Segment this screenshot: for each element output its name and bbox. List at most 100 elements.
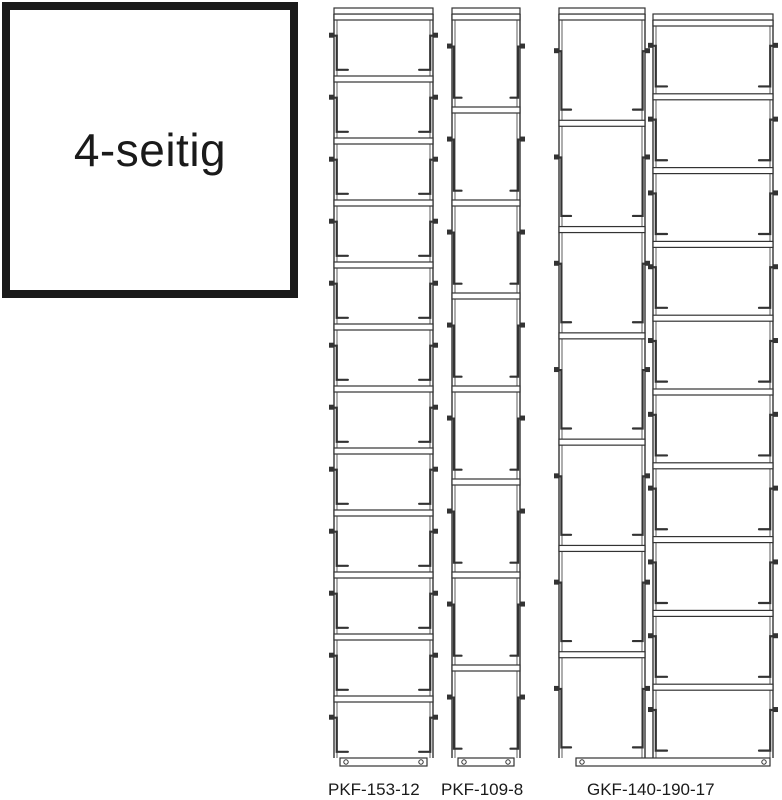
pocket-knob <box>329 218 334 224</box>
pocket-wire-left <box>554 156 573 218</box>
rack-foot-screw <box>505 759 511 765</box>
pocket-knob <box>554 685 559 691</box>
pocket-knob <box>433 404 438 410</box>
pocket-knob <box>554 473 559 479</box>
pocket-front <box>451 199 521 207</box>
rack-gkf-140-190-17 <box>554 7 778 767</box>
rack-top-cap <box>652 13 774 21</box>
rack-pkf-153-12 <box>329 7 438 767</box>
pocket-wire-right <box>631 262 650 324</box>
pocket-front <box>333 509 434 517</box>
pocket-wire-left <box>554 475 573 536</box>
pocket-front <box>652 167 774 175</box>
pocket-knob <box>447 508 452 514</box>
pocket-front <box>333 13 434 21</box>
pocket-knob <box>648 559 653 565</box>
pocket-knob <box>329 94 334 100</box>
pocket-knob <box>433 32 438 38</box>
pocket-front <box>333 261 434 269</box>
pocket-knob <box>447 136 452 142</box>
pocket-front <box>451 478 521 486</box>
pocket-knob <box>433 528 438 534</box>
pocket-knob <box>329 590 334 596</box>
pocket-knob <box>329 280 334 286</box>
pocket-front <box>652 19 774 27</box>
pocket-knob <box>447 43 452 49</box>
pocket-knob <box>447 415 452 421</box>
pocket-knob <box>648 485 653 491</box>
rack-foot <box>575 757 771 767</box>
pocket-knob <box>433 466 438 472</box>
pocket-knob <box>773 116 778 122</box>
pocket-knob <box>520 601 525 607</box>
pocket-knob <box>645 685 650 691</box>
pocket-front <box>451 664 521 672</box>
pocket-wire-right <box>631 581 650 643</box>
rack-top-cap <box>333 7 434 15</box>
pocket-knob <box>329 466 334 472</box>
pocket-front <box>652 93 774 101</box>
pocket-front <box>451 571 521 579</box>
pocket-wire-left <box>554 262 573 324</box>
rack-foot <box>339 757 428 767</box>
rack-top-cap <box>451 7 521 15</box>
pocket-front <box>333 199 434 207</box>
pocket-front <box>333 447 434 455</box>
rack-foot-screw <box>579 759 585 765</box>
pocket-knob <box>433 652 438 658</box>
pocket-wire-right <box>631 368 650 430</box>
pocket-knob <box>447 694 452 700</box>
pocket-front <box>558 438 646 446</box>
pocket-front <box>558 13 646 21</box>
pocket-knob <box>648 116 653 122</box>
pocket-knob <box>648 411 653 417</box>
pocket-front <box>652 609 774 618</box>
pocket-knob <box>648 633 653 639</box>
pocket-front <box>333 75 434 83</box>
pocket-knob <box>520 508 525 514</box>
pocket-knob <box>520 415 525 421</box>
pocket-knob <box>520 43 525 49</box>
rack-foot-screw <box>343 759 349 765</box>
pocket-knob <box>329 528 334 534</box>
pocket-wire-right <box>631 475 650 536</box>
pocket-knob <box>645 367 650 373</box>
pocket-front <box>333 633 434 641</box>
pocket-knob <box>773 338 778 344</box>
model-label-pkf-109-8: PKF-109-8 <box>441 780 524 799</box>
pocket-knob <box>773 485 778 491</box>
pocket-front <box>652 314 774 322</box>
pocket-front <box>558 225 646 234</box>
pocket-wire-right <box>631 50 650 111</box>
pocket-knob <box>773 633 778 639</box>
rack-foot <box>457 757 515 767</box>
pocket-knob <box>645 260 650 266</box>
pocket-knob <box>554 579 559 585</box>
pocket-knob <box>433 156 438 162</box>
pocket-front <box>333 571 434 579</box>
pocket-knob <box>329 404 334 410</box>
pocket-knob <box>645 48 650 54</box>
pocket-front <box>558 651 646 659</box>
pocket-front <box>652 683 774 691</box>
four-sided-badge: 4-seitig <box>2 2 298 298</box>
pocket-front <box>451 106 521 114</box>
pocket-knob <box>520 322 525 328</box>
pocket-wire-left <box>554 368 573 430</box>
pocket-front <box>333 385 434 393</box>
badge-label: 4-seitig <box>73 124 227 176</box>
rack-pkf-109-8 <box>447 7 525 767</box>
pocket-knob <box>433 94 438 100</box>
pocket-knob <box>329 32 334 38</box>
pocket-knob <box>433 342 438 348</box>
pocket-wire-left <box>554 581 573 643</box>
pocket-front <box>451 292 521 300</box>
pocket-front <box>451 385 521 393</box>
pocket-knob <box>773 42 778 48</box>
pocket-front <box>558 332 646 340</box>
pocket-knob <box>520 694 525 700</box>
rack-top-cap <box>558 7 646 15</box>
pocket-wire-left <box>554 687 573 749</box>
pocket-knob <box>329 342 334 348</box>
